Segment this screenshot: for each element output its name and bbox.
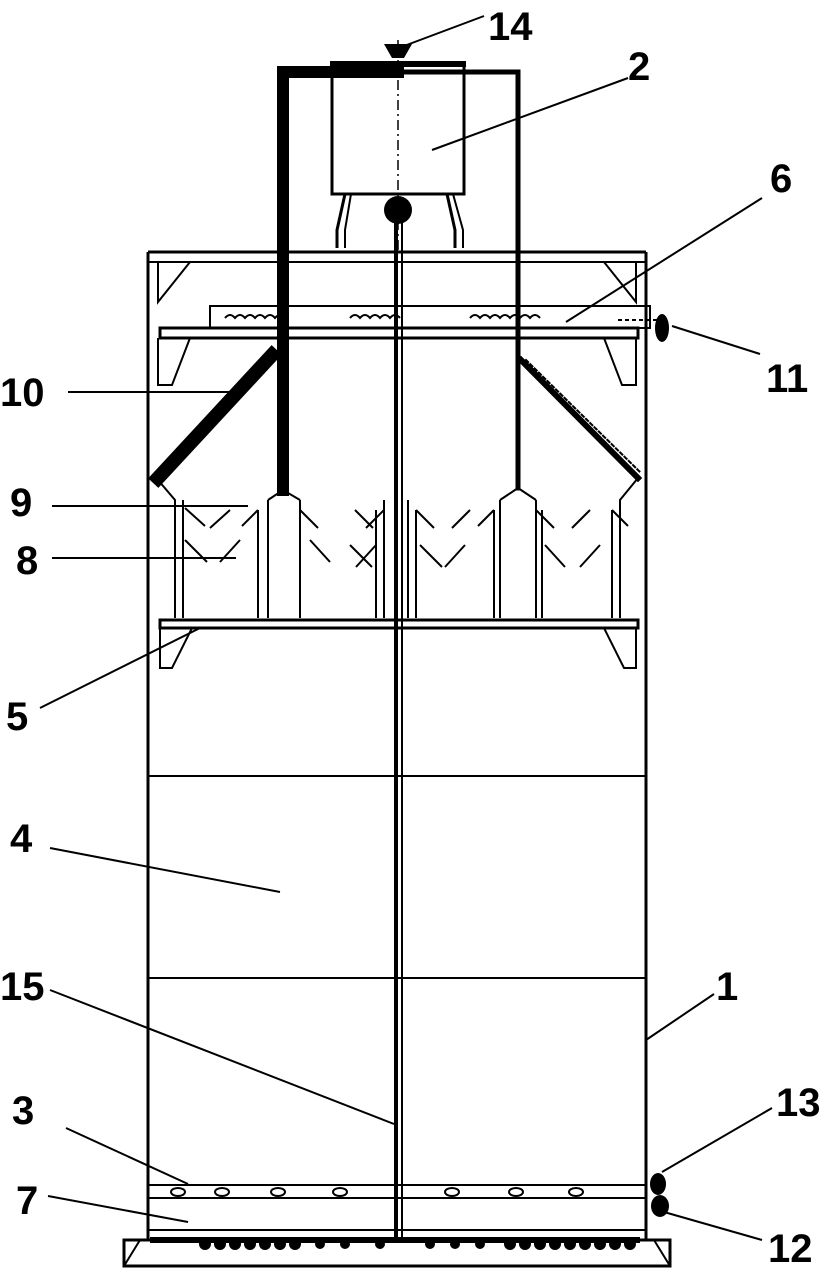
shaft-coupling bbox=[384, 196, 412, 224]
motor bbox=[330, 40, 466, 250]
callout-4: 4 bbox=[10, 817, 33, 861]
port-12 bbox=[651, 1195, 669, 1217]
callout-10: 10 bbox=[0, 371, 45, 415]
callout-9: 9 bbox=[10, 481, 32, 525]
port-11 bbox=[655, 314, 669, 342]
feed-pipe bbox=[148, 66, 643, 496]
callout-14: 14 bbox=[488, 5, 533, 49]
central-shaft bbox=[394, 222, 403, 1240]
leader-lines bbox=[39, 15, 773, 1241]
callout-11: 11 bbox=[766, 357, 808, 401]
callout-3: 3 bbox=[12, 1089, 34, 1133]
aerators bbox=[170, 1187, 584, 1197]
port-13 bbox=[650, 1173, 666, 1195]
bottom-beads bbox=[199, 1238, 636, 1250]
nozzle-array bbox=[157, 477, 639, 618]
callout-7: 7 bbox=[16, 1179, 38, 1223]
callout-6: 6 bbox=[770, 157, 792, 201]
callout-5: 5 bbox=[6, 695, 28, 739]
callout-1: 1 bbox=[716, 965, 738, 1009]
top-fitting bbox=[384, 44, 412, 58]
lower-plate bbox=[158, 618, 640, 669]
callout-13: 13 bbox=[776, 1081, 821, 1125]
callout-12: 12 bbox=[768, 1227, 813, 1271]
callout-2: 2 bbox=[628, 45, 650, 89]
top-brackets bbox=[157, 261, 637, 386]
callout-15: 15 bbox=[0, 965, 45, 1009]
upper-plate bbox=[158, 305, 662, 340]
callout-8: 8 bbox=[16, 539, 38, 583]
